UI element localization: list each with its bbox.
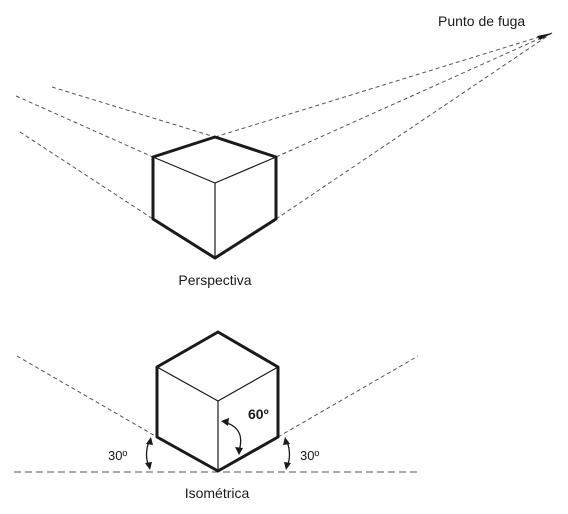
perspective-label: Perspectiva <box>178 272 251 288</box>
angle-arc-30-left <box>145 440 150 467</box>
angle-label-30-right: 30º <box>300 448 319 463</box>
vanishing-point-label: Punto de fuga <box>438 13 525 29</box>
angle-arrowhead-30-left-bottom <box>145 462 152 470</box>
isometric-cube <box>155 330 280 473</box>
angle-arrowhead-30-right-top <box>283 437 290 445</box>
angle-label-60: 60º <box>248 406 269 422</box>
perspective-cube <box>151 135 278 260</box>
angle-label-30-left: 30º <box>108 448 127 463</box>
angle-arrowhead-60-top <box>221 418 229 426</box>
angle-arrowhead-30-left-top <box>146 437 153 445</box>
angle-arc-60 <box>223 421 242 452</box>
perspective-vanishing-lines <box>15 32 553 220</box>
isometric-label: Isométrica <box>185 485 250 501</box>
perspective-vanishing-point-marker <box>537 33 552 40</box>
angle-arrowhead-60-bottom <box>235 447 243 455</box>
angle-arc-30-right <box>286 440 291 467</box>
isometric-guide-lines <box>16 355 419 438</box>
angle-arrowhead-30-right-bottom <box>284 462 291 470</box>
